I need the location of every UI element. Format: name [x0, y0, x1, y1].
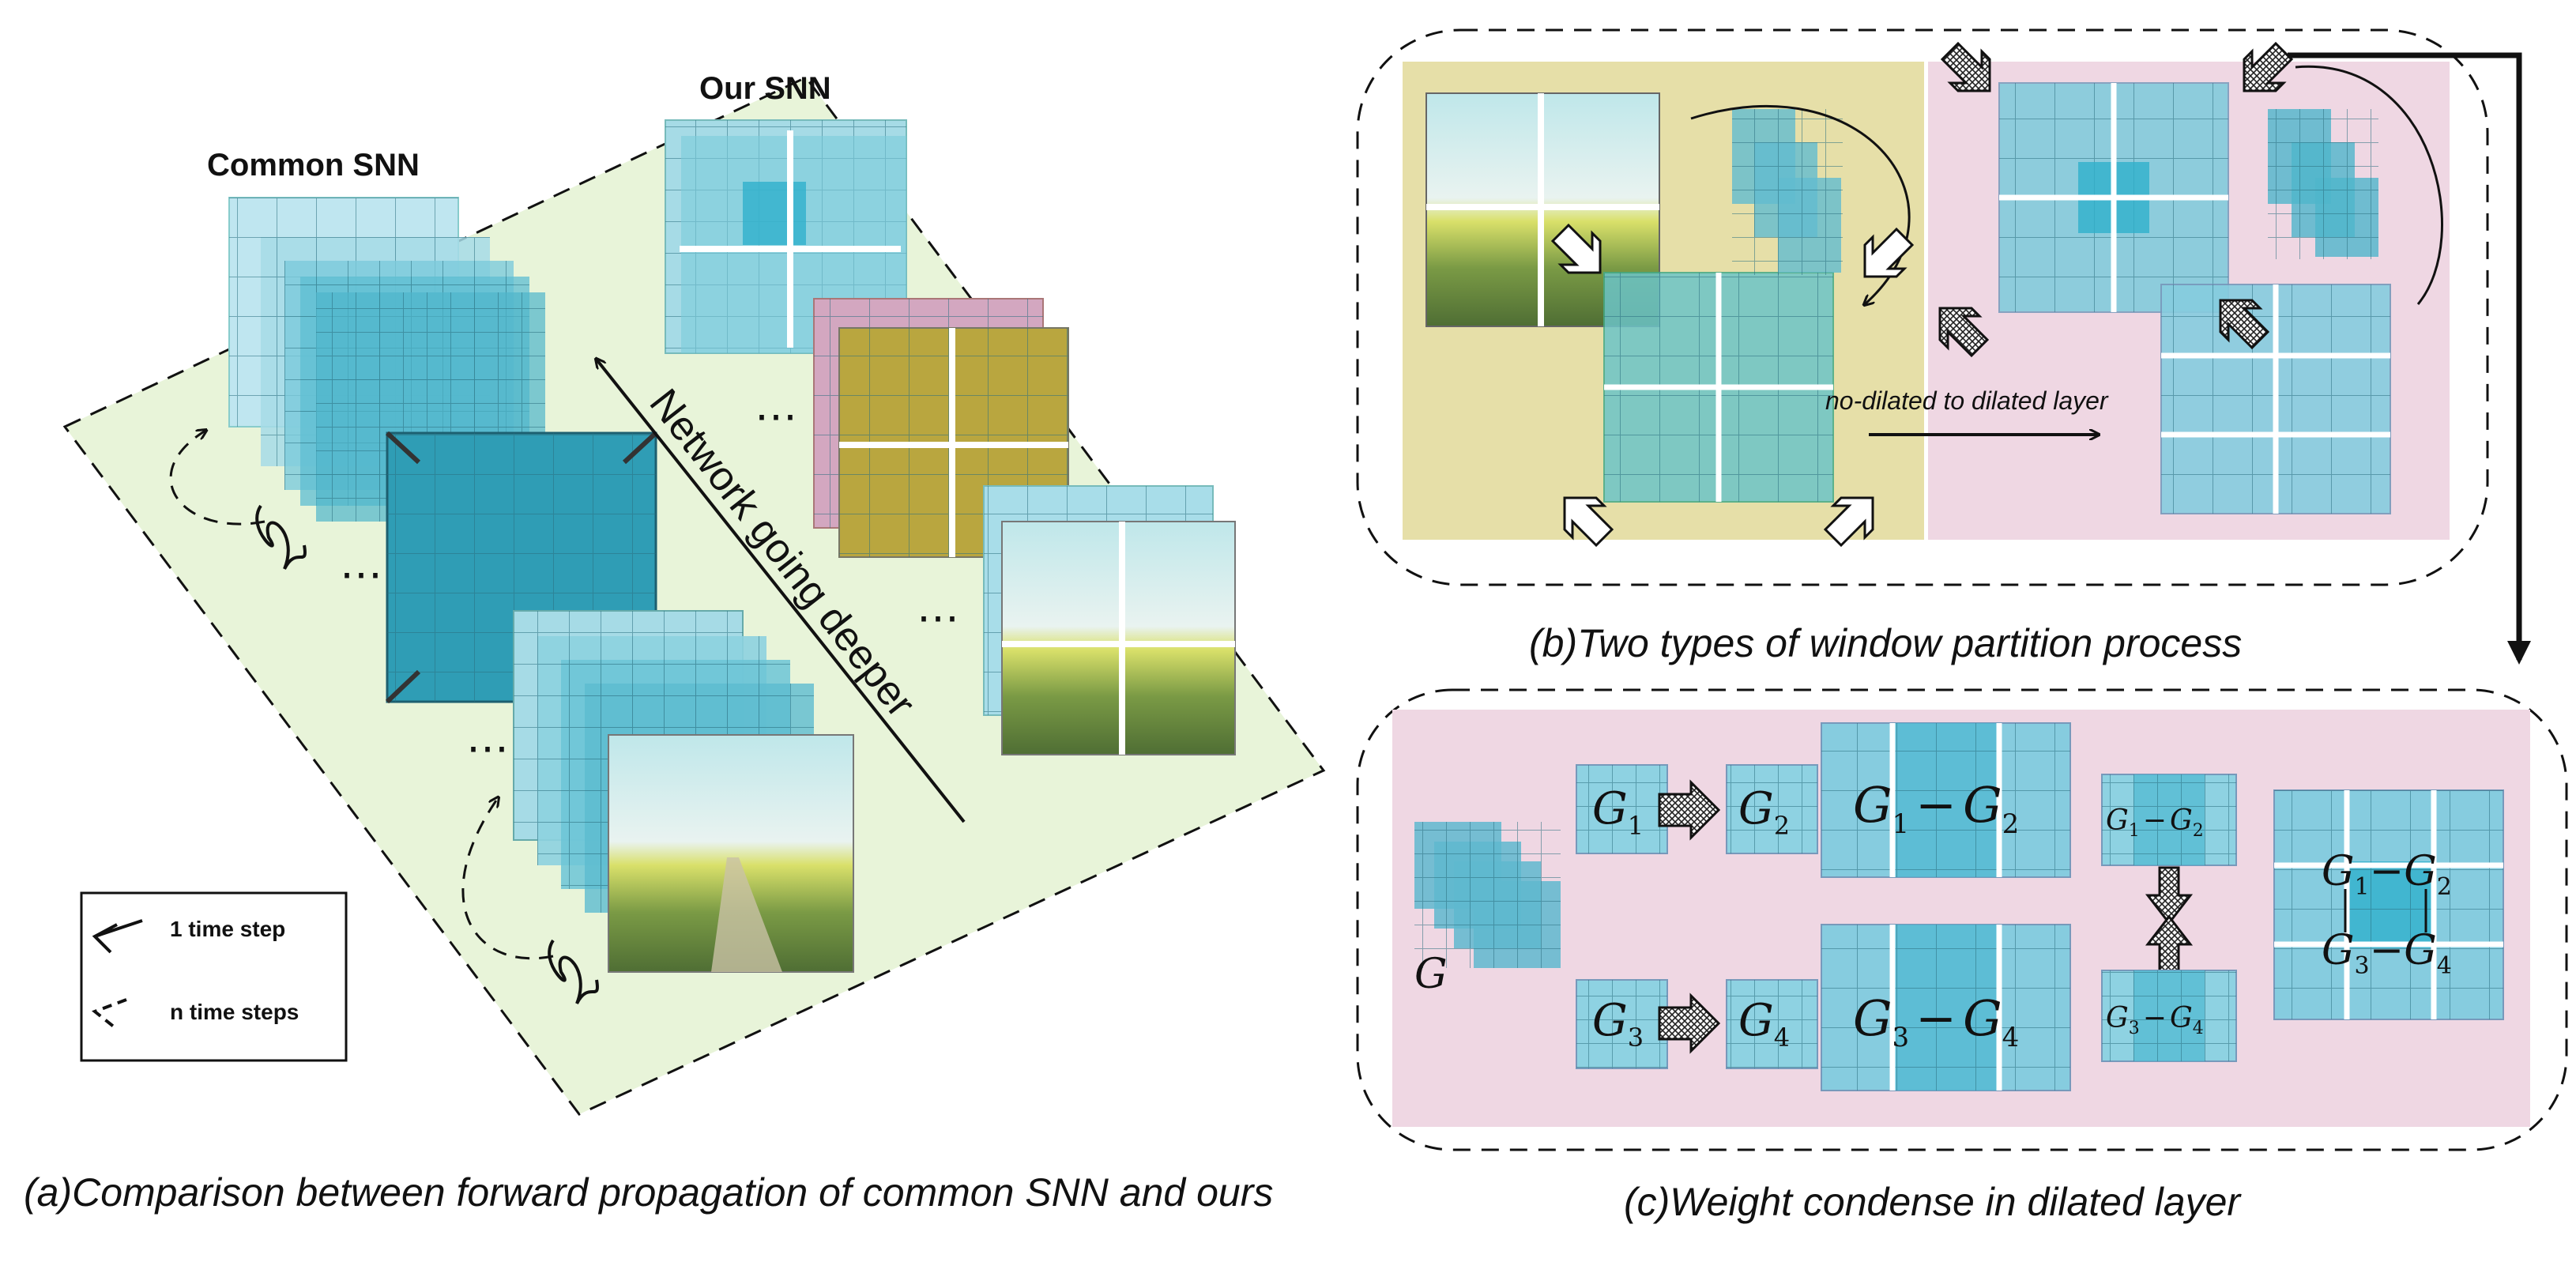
- dilation-arrow-label: no-dilated to dilated layer: [1825, 386, 2109, 415]
- panel-a: ⋯ ⋯ ⋯ ⋯ Common SNN Our SNN Network going…: [62, 71, 1326, 1116]
- label-g2: G2: [1738, 783, 1790, 841]
- outline-arrow-1: [1550, 223, 1602, 274]
- label-g: G: [1414, 951, 1448, 998]
- network-deeper-arrow: [597, 360, 966, 823]
- label-g4: G4: [1738, 995, 1790, 1053]
- outline-arrow-3: [1563, 496, 1614, 548]
- loop-2: [461, 798, 554, 960]
- our-snn-title: Our SNN: [699, 71, 831, 106]
- common-snn-stack: [228, 197, 545, 522]
- connector-arrow: [2288, 52, 2531, 665]
- spike-glyph-2: [548, 939, 599, 1004]
- label-small-g3-g4: G3−G4: [2106, 1002, 2204, 1038]
- label-condensed-bottom: G3−G4: [2322, 927, 2452, 980]
- panel-b: no-dilated to dilated layer: [1356, 28, 2531, 665]
- n-steps-icon: [92, 998, 127, 1029]
- outline-arrow-4: [1823, 496, 1874, 548]
- label-g1: G1: [1592, 783, 1644, 841]
- g-staircase: [1414, 822, 1561, 968]
- panel-c: G G1 G2 G1−G2 G1−G2 G3 G4 G: [1356, 688, 2568, 1151]
- panel-b-frame: [1356, 28, 2489, 586]
- legend-box: [80, 891, 348, 1062]
- label-g1-minus-g2: G1−G2: [1853, 776, 2019, 840]
- legend: 1 time step n time steps: [80, 891, 348, 1062]
- hatched-arrow-up: [2145, 914, 2194, 974]
- hatched-arrow-4: [2219, 299, 2270, 350]
- outline-arrow-2: [1863, 227, 1915, 278]
- caption-a: (a)Comparison between forward propagatio…: [24, 1170, 1274, 1215]
- spike-glyph-1: [255, 504, 307, 570]
- hatched-arrow-down: [2145, 866, 2194, 925]
- ellipsis-1: ⋯: [340, 551, 382, 598]
- curve-arrow-pink: [2295, 65, 2443, 305]
- hatched-arrow-3: [1938, 307, 1990, 358]
- hatched-arrow-c1: [1658, 779, 1721, 841]
- caption-c: (c)Weight condense in dilated layer: [1624, 1180, 2241, 1224]
- label-small-g1-g2: G1−G2: [2106, 804, 2204, 841]
- staircase-grid-yellow: [1732, 109, 1843, 275]
- legend-one-step: 1 time step: [170, 917, 285, 941]
- label-g3-minus-g4: G3−G4: [1853, 989, 2019, 1053]
- lower-stack: [513, 610, 854, 973]
- label-condensed-top: G1−G2: [2322, 848, 2452, 901]
- image-stack: [983, 485, 1236, 755]
- staircase-grid-pink: [2268, 109, 2378, 259]
- ellipsis-4: ⋯: [917, 594, 959, 642]
- hatched-arrow-1: [1940, 41, 1991, 92]
- ellipsis-2: ⋯: [466, 725, 509, 772]
- ellipsis-3: ⋯: [755, 393, 797, 440]
- loop-1: [169, 431, 266, 526]
- curve-arrow-yellow: [1690, 104, 1911, 304]
- label-g3: G3: [1592, 995, 1644, 1053]
- one-step-icon: [92, 919, 143, 954]
- hatched-arrow-c2: [1658, 993, 1721, 1054]
- legend-n-steps: n time steps: [170, 1000, 299, 1024]
- caption-b: (b)Two types of window partition process: [1529, 621, 2243, 665]
- hatched-arrow-2: [2243, 41, 2294, 92]
- common-snn-title: Common SNN: [207, 148, 420, 183]
